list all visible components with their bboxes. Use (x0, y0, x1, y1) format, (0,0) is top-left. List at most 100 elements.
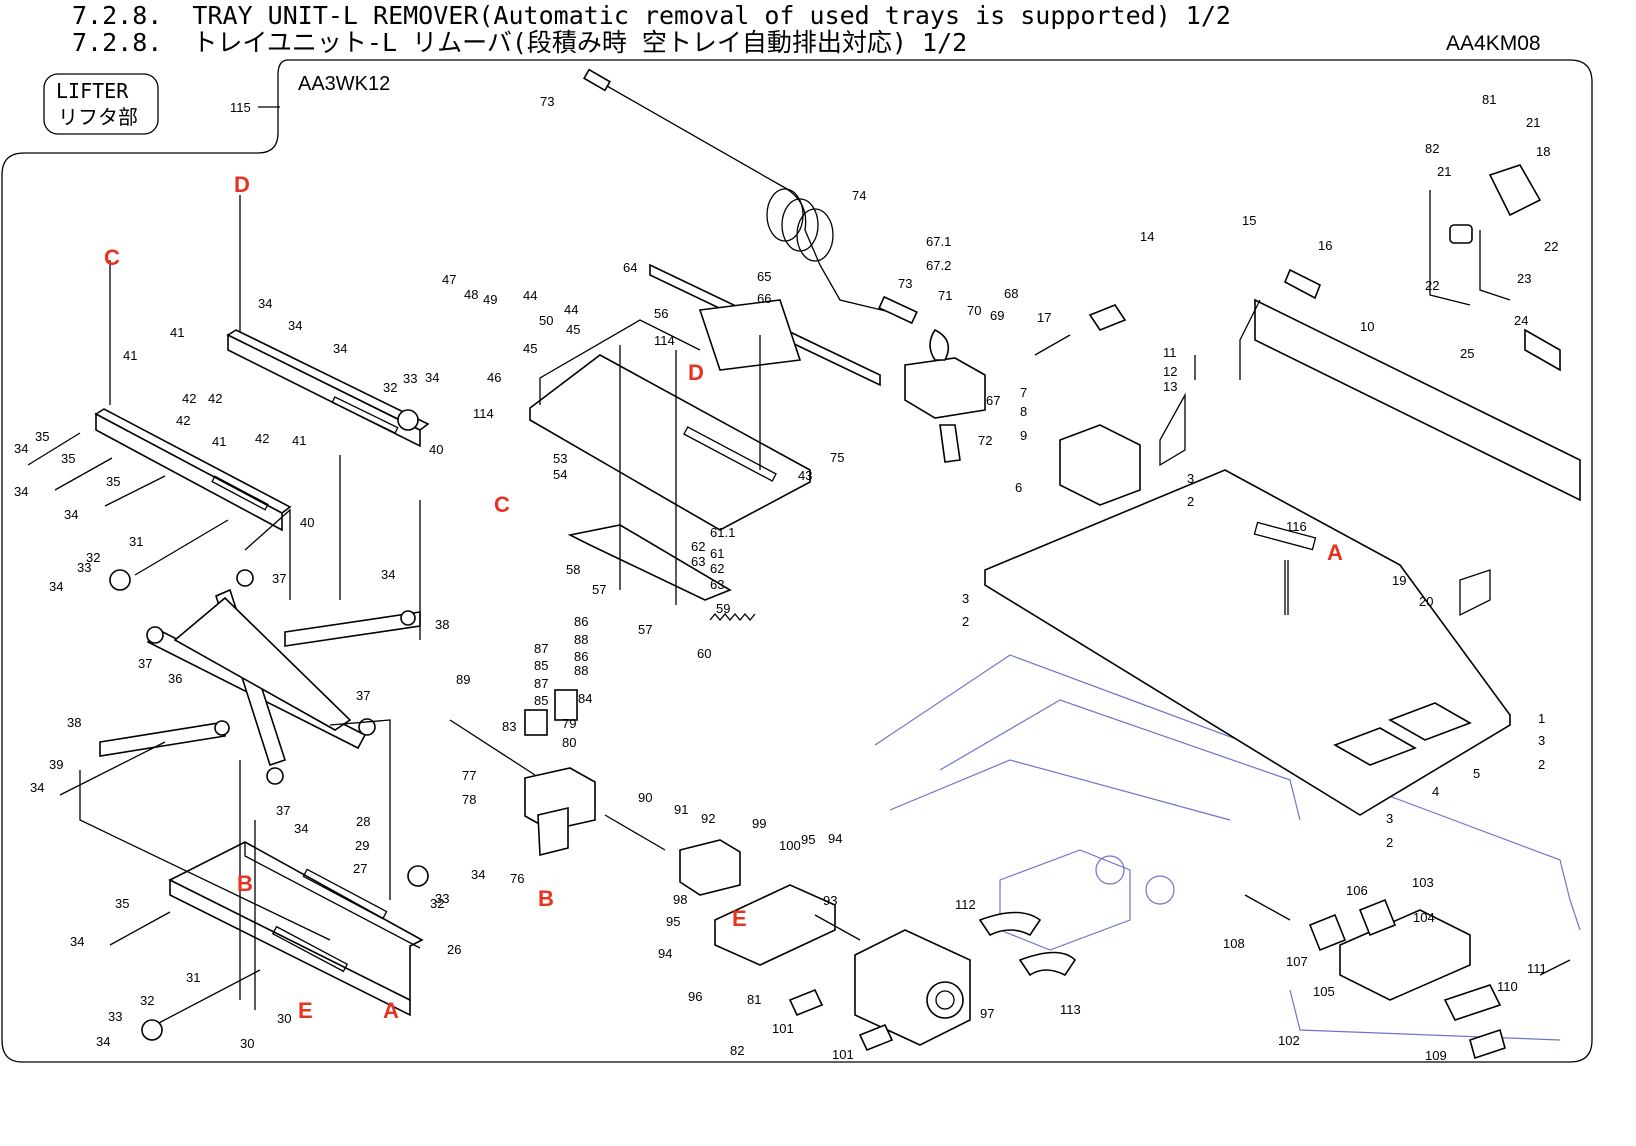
part-label: 37 (272, 571, 286, 586)
part-label: 88 (574, 663, 588, 678)
part-label: 17 (1037, 310, 1051, 325)
part-label: 89 (456, 672, 470, 687)
part-label: 69 (990, 308, 1004, 323)
part-label: 35 (35, 429, 49, 444)
part-label: 114 (473, 406, 494, 421)
part-label: 25 (1460, 346, 1474, 361)
part-label: 32 (140, 993, 154, 1008)
part-label: 103 (1412, 875, 1434, 890)
part-label: 53 (553, 451, 567, 466)
part-label: 27 (353, 861, 367, 876)
part-label: 65 (757, 269, 771, 284)
part-label: 42 (208, 391, 222, 406)
part-label: 22 (1425, 278, 1439, 293)
part-label: 26 (447, 942, 461, 957)
part-label: 19 (1392, 573, 1406, 588)
part-label: 30 (240, 1036, 254, 1051)
part-label: 95 (666, 914, 680, 929)
part-label: 40 (429, 442, 443, 457)
part-label: 34 (333, 341, 347, 356)
part-label: 40 (300, 515, 314, 530)
part-label: 21 (1437, 164, 1451, 179)
reference-b-mid: B (538, 886, 554, 911)
part-label: 61.1 (710, 525, 735, 540)
part-label: 80 (562, 735, 576, 750)
part-label: 37 (356, 688, 370, 703)
part-label: 3 (1386, 811, 1393, 826)
part-label: 41 (292, 433, 306, 448)
part-label: 4 (1432, 784, 1439, 799)
lifter-label-jp: リフタ部 (58, 105, 138, 129)
part-label: 94 (658, 946, 672, 961)
part-label: 75 (830, 450, 844, 465)
part-label: 81 (1482, 92, 1496, 107)
part-label: 36 (168, 671, 182, 686)
part-label: 109 (1425, 1048, 1447, 1063)
part-label: 101 (772, 1021, 794, 1036)
part-label: 67 (986, 393, 1000, 408)
lifter-label: LIFTER (56, 79, 129, 103)
part-label: 70 (967, 303, 981, 318)
part-label: 9 (1020, 428, 1027, 443)
part-label: 33 (435, 891, 449, 906)
part-label: 31 (186, 970, 200, 985)
lifter-box (43, 73, 159, 135)
part-label: 14 (1140, 229, 1154, 244)
part-label: 32 (86, 550, 100, 565)
part-label: 35 (106, 474, 120, 489)
part-label: 29 (355, 838, 369, 853)
part-label: 34 (294, 821, 308, 836)
part-label: 113 (1060, 1002, 1081, 1017)
part-label: 101 (832, 1047, 854, 1062)
reference-e-left: E (298, 998, 313, 1023)
part-label: 82 (730, 1043, 744, 1058)
part-label: 8 (1020, 404, 1027, 419)
part-label: 85 (534, 693, 548, 708)
part-label: 63 (691, 554, 705, 569)
part-label: 16 (1318, 238, 1332, 253)
part-label: 56 (654, 306, 668, 321)
part-label: 102 (1278, 1033, 1300, 1048)
part-label: 35 (115, 896, 129, 911)
part-label: 94 (828, 831, 842, 846)
part-label: 59 (716, 601, 730, 616)
part-label: 22 (1544, 239, 1558, 254)
tray-plate-assembly (874, 164, 1581, 1060)
part-label: 114 (654, 333, 675, 348)
part-label: 2 (1386, 835, 1393, 850)
part-label: 105 (1313, 984, 1335, 999)
part-label: 2 (1187, 494, 1194, 509)
part-label: 10 (1360, 319, 1374, 334)
part-label: 111 (1527, 961, 1547, 976)
part-label: 90 (638, 790, 652, 805)
part-label: 45 (523, 341, 537, 356)
part-label: 30 (277, 1011, 291, 1026)
part-label: 24 (1514, 313, 1528, 328)
part-label: 34 (96, 1034, 110, 1049)
part-label: 57 (638, 622, 652, 637)
part-label: 32 (383, 380, 397, 395)
part-label: 78 (462, 792, 476, 807)
part-label: 64 (623, 260, 637, 275)
part-label: 42 (176, 413, 190, 428)
part-label: 41 (123, 348, 137, 363)
part-label: 37 (276, 803, 290, 818)
part-label: 99 (752, 816, 766, 831)
part-label: 38 (435, 617, 449, 632)
part-label: 18 (1536, 144, 1550, 159)
part-label: 41 (170, 325, 184, 340)
part-label: 79 (562, 716, 576, 731)
part-label: 35 (61, 451, 75, 466)
part-label: 62 (710, 561, 724, 576)
part-label: 34 (381, 567, 395, 582)
part-label: 106 (1346, 883, 1368, 898)
part-label: 97 (980, 1006, 994, 1021)
part-label: 6 (1015, 480, 1022, 495)
assembly-code: AA3WK12 (298, 73, 390, 95)
reference-b-left: B (237, 871, 253, 896)
reference-c-mid: C (494, 492, 510, 517)
part-label: 34 (49, 579, 63, 594)
part-label: 33 (108, 1009, 122, 1024)
part-label: 95 (801, 832, 815, 847)
